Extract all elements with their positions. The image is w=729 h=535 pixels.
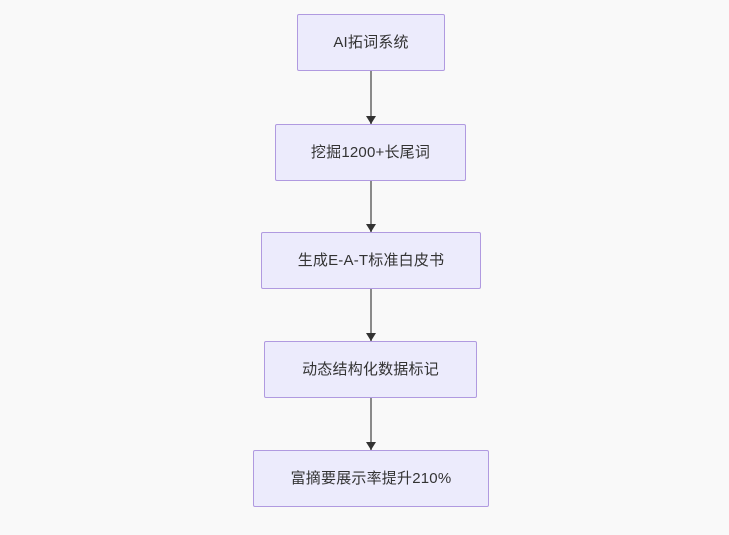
edge-line	[370, 181, 372, 232]
arrowhead-icon	[366, 333, 376, 341]
edge-line	[370, 71, 372, 124]
flow-node-label: 挖掘1200+长尾词	[310, 144, 431, 161]
flow-node-label: AI拓词系统	[333, 34, 409, 51]
flow-node-eat-whitepaper[interactable]: 生成E-A-T标准白皮书	[261, 232, 481, 289]
arrowhead-icon	[366, 224, 376, 232]
flow-node-longtail-mining[interactable]: 挖掘1200+长尾词	[275, 124, 466, 181]
flow-node-label: 动态结构化数据标记	[302, 361, 439, 378]
flow-node-label: 生成E-A-T标准白皮书	[297, 252, 445, 269]
flow-node-structured-data-markup[interactable]: 动态结构化数据标记	[264, 341, 477, 398]
flow-node-rich-snippet-result[interactable]: 富摘要展示率提升210%	[253, 450, 489, 507]
edge-line	[370, 398, 372, 450]
flow-node-label: 富摘要展示率提升210%	[290, 470, 452, 487]
edge-line	[370, 289, 372, 341]
arrowhead-icon	[366, 442, 376, 450]
flow-node-ai-keyword-system[interactable]: AI拓词系统	[297, 14, 445, 71]
arrowhead-icon	[366, 116, 376, 124]
